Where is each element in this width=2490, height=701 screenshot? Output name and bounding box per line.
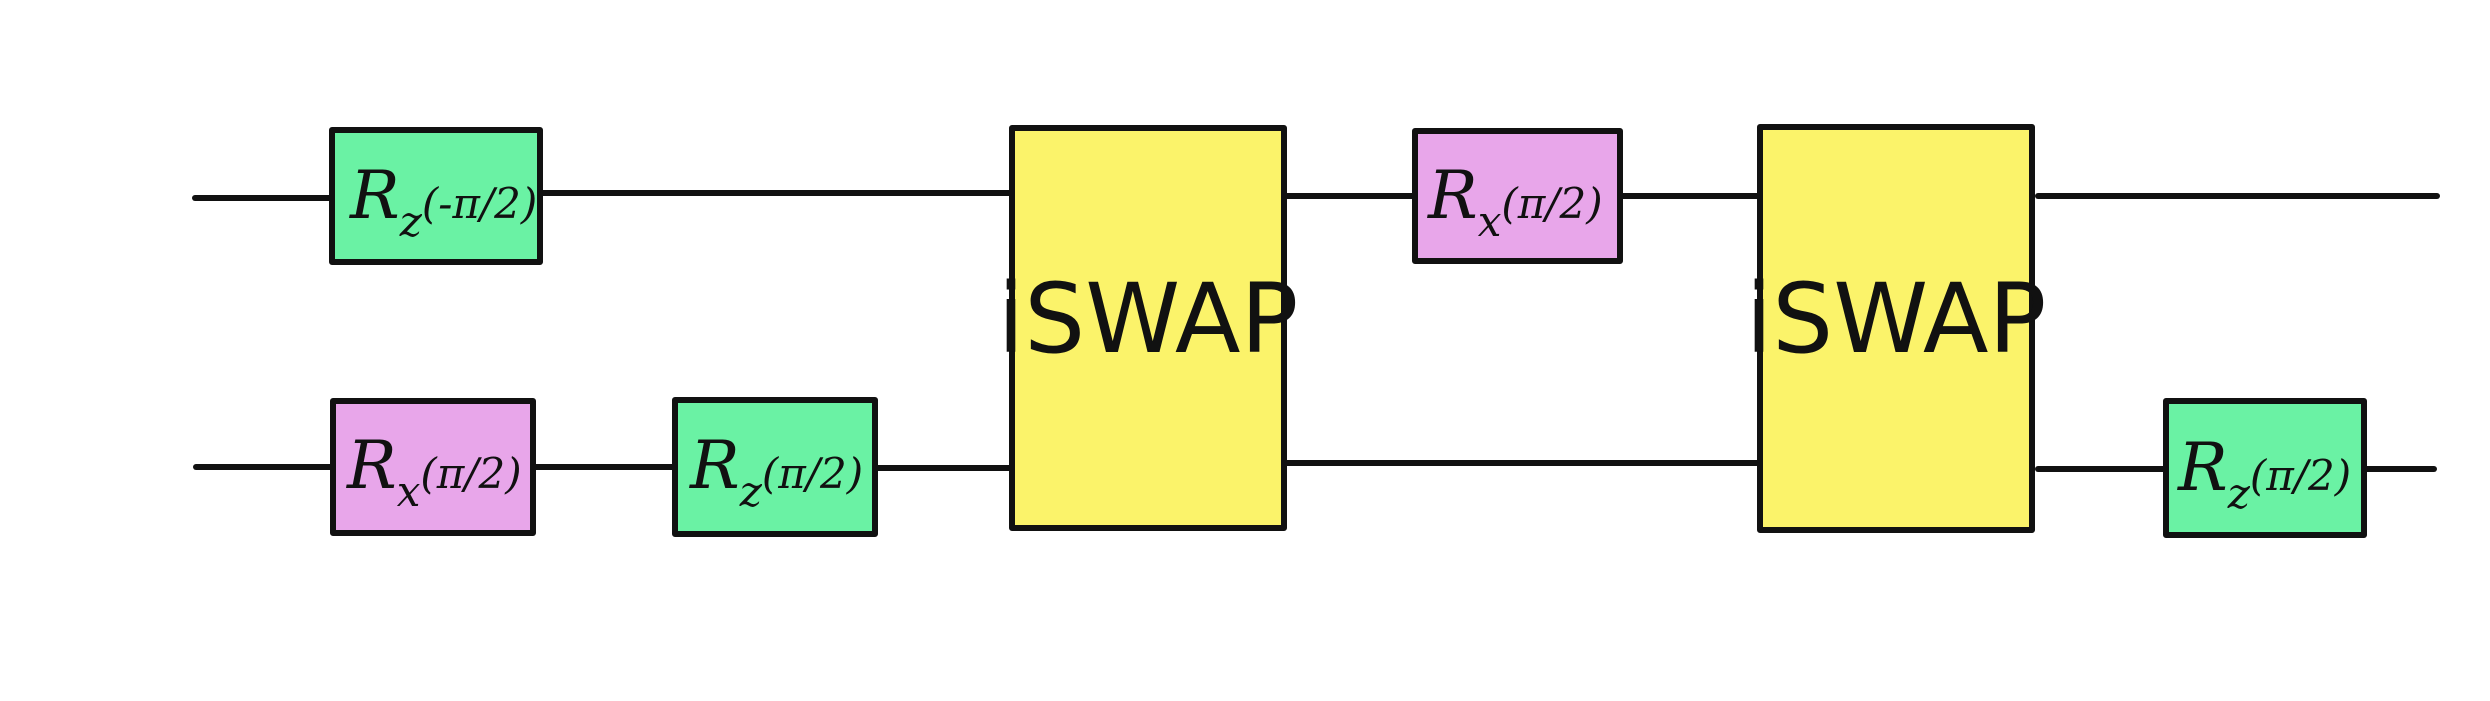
rx-gate-2-arg: (π/2) [1501, 179, 1602, 228]
rz-gate-3-sub: z [2227, 469, 2251, 518]
svg-text:Rz(π/2): Rz(π/2) [689, 427, 863, 516]
rx-gate-1-sub: x [397, 467, 421, 516]
rz-gate-2: Rz(π/2) [672, 397, 878, 537]
rx-gate-1-arg: (π/2) [420, 449, 521, 498]
rz-gate-1: Rz(-π/2) [329, 127, 543, 265]
iswap-gate-2-label: iSWAP [1746, 263, 2047, 375]
rz-gate-2-arg: (π/2) [762, 449, 863, 498]
rx-gate-2-box [1412, 128, 1623, 264]
iswap-gate-2: iSWAP [1746, 124, 2047, 533]
rz-gate-1-box [329, 127, 543, 265]
iswap-gate-2-box [1757, 124, 2035, 533]
rx-gate-2-sub: x [1478, 197, 1502, 246]
rx-gate-2: Rx(π/2) [1412, 128, 1623, 264]
iswap-gate-1-box [1009, 125, 1287, 531]
rz-gate-3-name: R [2177, 429, 2228, 506]
svg-text:Rz(-π/2): Rz(-π/2) [349, 157, 537, 246]
rx-gate-1-box [330, 398, 536, 536]
rz-gate-2-box [672, 397, 878, 537]
iswap-gate-1-label: iSWAP [998, 263, 1299, 375]
rx-gate-2-name: R [1427, 157, 1478, 234]
rx-gate-1: Rx(π/2) [330, 398, 536, 536]
rz-gate-1-sub: z [399, 197, 423, 246]
qubit-wire-bottom [193, 460, 2437, 472]
rz-gate-2-sub: z [739, 467, 763, 516]
iswap-gate-1: iSWAP [998, 125, 1299, 531]
rz-gate-3-box [2163, 398, 2367, 538]
svg-text:Rx(π/2): Rx(π/2) [1427, 157, 1603, 246]
svg-text:Rz(π/2): Rz(π/2) [2177, 429, 2351, 518]
rx-gate-1-name: R [346, 427, 397, 504]
rz-gate-2-name: R [689, 427, 740, 504]
svg-text:Rx(π/2): Rx(π/2) [346, 427, 522, 516]
rz-gate-3: Rz(π/2) [2163, 398, 2367, 538]
qubit-wire-top [192, 190, 2440, 201]
rz-gate-1-name: R [349, 157, 400, 234]
rz-gate-3-arg: (π/2) [2250, 451, 2351, 500]
rz-gate-1-arg: (-π/2) [422, 179, 537, 228]
